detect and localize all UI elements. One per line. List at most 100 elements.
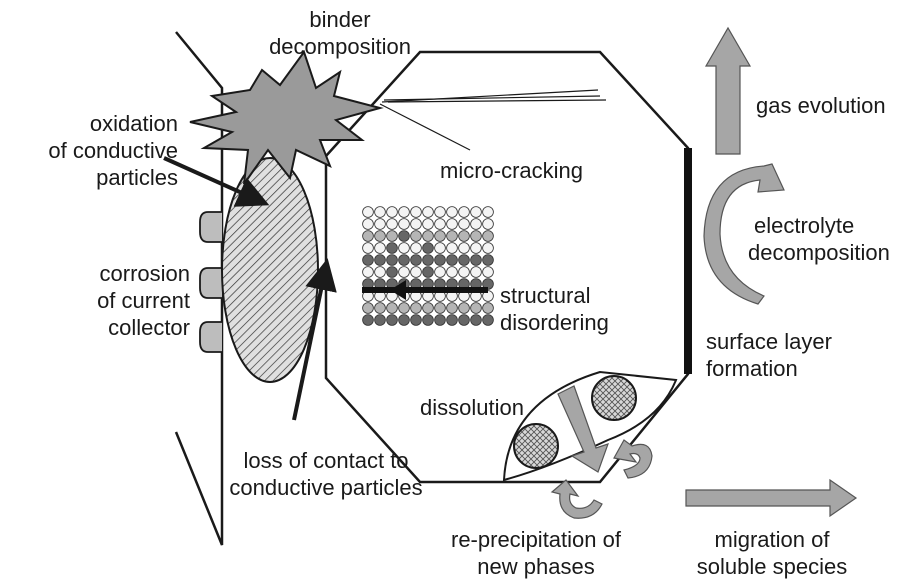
lattice-atom [411,303,422,314]
migration-label: migration of soluble species [672,526,872,580]
lattice-atom [423,231,434,242]
lattice-atom [423,219,434,230]
lattice-atom [363,207,374,218]
lattice-atom [459,231,470,242]
lattice-atom [483,219,494,230]
lattice-atom [411,207,422,218]
electrolyte-decomposition-label: electrolyte decomposition [748,212,890,266]
lattice-atom [411,315,422,326]
lattice-atom [435,231,446,242]
lattice-atom [387,315,398,326]
lattice-atom [411,267,422,278]
lattice-atom [459,303,470,314]
lattice-atom [471,207,482,218]
corrosion-bumps [200,212,222,352]
electrolyte-line-1: electrolyte [748,212,890,239]
structural-line-1: structural [500,282,609,309]
lattice-atom [483,243,494,254]
binder-line-1: binder [250,6,430,33]
lattice-atom [459,243,470,254]
lattice-atom [447,255,458,266]
corrosion-label: corrosion of current collector [0,260,190,341]
lattice-atom [447,267,458,278]
lattice-atom [435,207,446,218]
loss-of-contact-label: loss of contact to conductive particles [206,447,446,501]
lattice-atom [399,207,410,218]
lattice-atom [459,255,470,266]
lattice-atom [387,267,398,278]
corrosion-line-2: of current [0,287,190,314]
lattice-atom [435,315,446,326]
lattice-atom [363,243,374,254]
lattice-atom [375,303,386,314]
binder-line-2: decomposition [250,33,430,60]
lattice-atom [471,219,482,230]
lattice-atom [471,255,482,266]
lattice-atom [375,243,386,254]
lattice-atom [483,255,494,266]
surface-line-2: formation [706,355,832,382]
lattice-atom [387,231,398,242]
lattice-atom [375,267,386,278]
lattice-atom [435,303,446,314]
lattice-atom [399,267,410,278]
oxidation-line-1: oxidation [0,110,178,137]
lattice-atom [435,243,446,254]
lattice-atom [387,255,398,266]
migration-line-1: migration of [672,526,872,553]
binder-decomposition-label: binder decomposition [250,6,430,60]
lattice-atom [375,219,386,230]
lattice-atom [447,219,458,230]
corrosion-line-1: corrosion [0,260,190,287]
oxidation-line-2: of conductive [0,137,178,164]
lattice-atom [483,267,494,278]
lattice-atom [411,231,422,242]
lattice-atom [483,315,494,326]
lattice-atom [483,303,494,314]
migration-arrow [686,480,856,516]
lattice-atom [423,207,434,218]
lattice-atom [459,267,470,278]
lattice-atom [399,243,410,254]
lattice-atom [423,255,434,266]
lattice-atom [375,231,386,242]
lattice-atom [387,207,398,218]
lattice-atom [459,219,470,230]
lattice-atom [471,303,482,314]
lattice-atom [435,255,446,266]
lattice-atom [363,255,374,266]
lattice-atom [459,207,470,218]
lattice-atom [411,255,422,266]
surface-layer-label: surface layer formation [706,328,832,382]
lattice-atom [423,267,434,278]
oxidation-label: oxidation of conductive particles [0,110,178,191]
lattice-atom [411,219,422,230]
lattice-atom [471,267,482,278]
surface-line-1: surface layer [706,328,832,355]
corrosion-line-3: collector [0,314,190,341]
lattice-atom [447,243,458,254]
lattice-atom [375,315,386,326]
reprecip-line-2: new phases [418,553,654,580]
lattice-atom [435,219,446,230]
lattice-atom [363,219,374,230]
electrolyte-line-2: decomposition [748,239,890,266]
lattice-atom [399,303,410,314]
dissolution-label: dissolution [420,394,524,421]
reprecipitation-label: re-precipitation of new phases [418,526,654,580]
lattice-atom [363,315,374,326]
lattice-atom [471,243,482,254]
lattice-atom [471,315,482,326]
lattice-atom [435,267,446,278]
lattice-atom [375,255,386,266]
lattice-atom [423,243,434,254]
lattice-atom [363,303,374,314]
dissolved-particle-1 [592,376,636,420]
gas-evolution-arrow [706,28,750,154]
lattice-atom [447,303,458,314]
reprecip-line-1: re-precipitation of [418,526,654,553]
lattice-atom [363,267,374,278]
lattice-atom [363,231,374,242]
lattice-atom [459,315,470,326]
loss-line-2: conductive particles [206,474,446,501]
